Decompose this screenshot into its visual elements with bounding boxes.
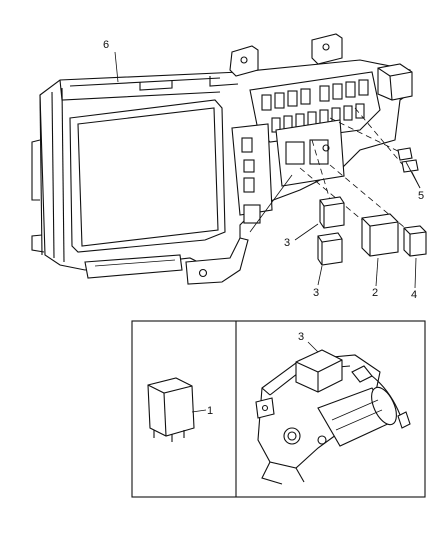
relay-3-upper: [319, 196, 345, 229]
callout-2: 2: [372, 287, 378, 299]
relay-2: [361, 213, 399, 257]
fuse-slots-row-1: [261, 79, 369, 111]
callout-1: 1: [207, 405, 213, 417]
relay-4: [403, 225, 427, 257]
callout-3-lower: 3: [313, 287, 319, 299]
callout-5: 5: [418, 190, 424, 202]
wiper-motor-assembly: [255, 349, 411, 485]
callout-4: 4: [411, 289, 417, 301]
junction-block: [31, 33, 413, 285]
mini-fuse-pair: [397, 147, 419, 173]
callout-3-inset: 3: [298, 331, 304, 343]
fuse-slots-row-2: [271, 103, 365, 133]
relay-3-lower: [317, 232, 343, 266]
relay-1: [147, 377, 195, 442]
callout-6: 6: [103, 39, 109, 51]
callout-3-upper: 3: [284, 237, 290, 249]
